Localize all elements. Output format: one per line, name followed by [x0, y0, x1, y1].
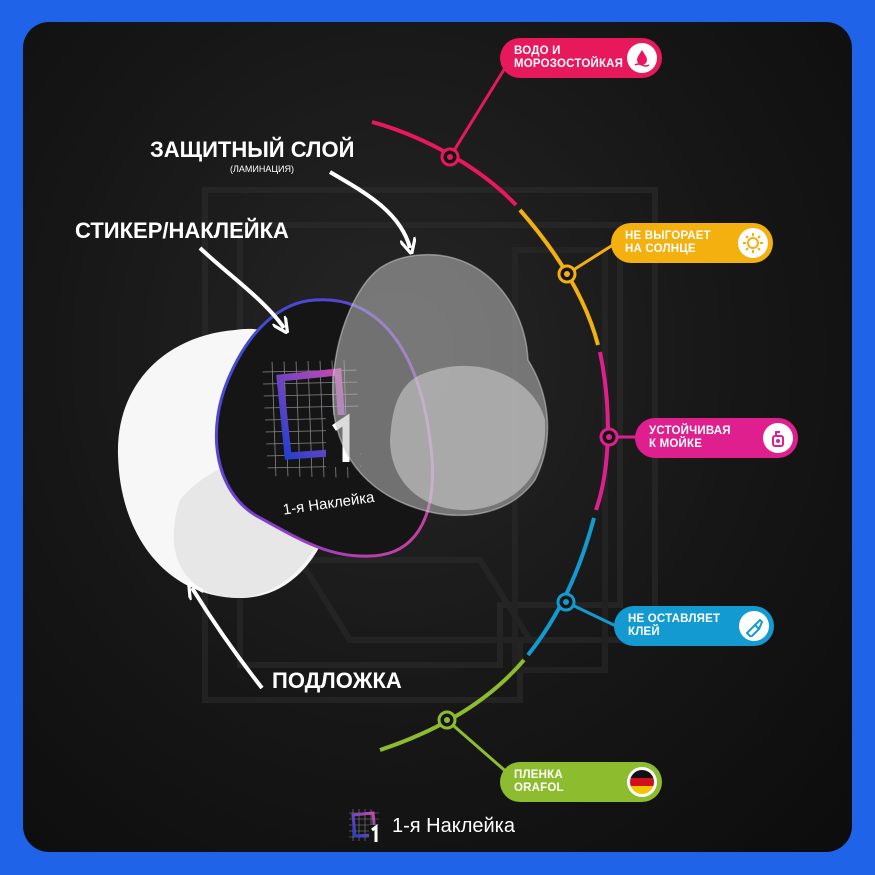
arc-segment-blue [526, 517, 596, 657]
german-flag-icon [627, 767, 657, 797]
sticker-label: СТИКЕР/НАКЛЕЙКА [75, 218, 289, 243]
feature-badge-text: НЕ ВЫГОРАЕТ НА СОЛНЦЕ [625, 230, 711, 255]
feature-nodes [437, 147, 619, 730]
protective-layer-highlight [390, 365, 546, 511]
arrow-sticker [198, 246, 284, 328]
feature-badge-text: УСТОЙЧИВАЯ К МОЙКЕ [649, 425, 731, 450]
arrow-backing [192, 588, 264, 690]
feature-badge-car-wash: УСТОЙЧИВАЯ К МОЙКЕ [635, 418, 798, 458]
protective-layer-label: ЗАЩИТНЫЙ СЛОЙ [150, 137, 355, 162]
feature-badge-text: ВОДО И МОРОЗОСТОЙКАЯ [514, 45, 624, 70]
sun-icon [738, 228, 768, 258]
car-wash-icon [763, 423, 793, 453]
protective-layer-sublabel: (ЛАМИНАЦИЯ) [230, 164, 294, 174]
feature-badge-no-glue: НЕ ОСТАВЛЯЕТ КЛЕЙ [614, 606, 774, 646]
backing-label: ПОДЛОЖКА [272, 668, 402, 693]
feature-badge-sun: НЕ ВЫГОРАЕТ НА СОЛНЦЕ [611, 223, 773, 263]
feature-badge-text: НЕ ОСТАВЛЯЕТ КЛЕЙ [628, 613, 721, 638]
feature-badge-text: ПЛЕНКА ORAFOL [514, 769, 564, 794]
footer-brand-text: 1-я Наклейка [392, 815, 515, 837]
feature-connectors [446, 67, 640, 777]
feature-badge-orafol: ПЛЕНКА ORAFOL [500, 762, 662, 802]
feature-badge-waterproof: ВОДО И МОРОЗОСТОЙКАЯ [500, 38, 662, 78]
footer-logo-icon [349, 809, 381, 843]
arc-segment-green [379, 658, 526, 752]
glue-tube-icon [739, 611, 769, 641]
water-drop-icon [627, 43, 657, 73]
arrow-protective-layer [328, 170, 410, 248]
